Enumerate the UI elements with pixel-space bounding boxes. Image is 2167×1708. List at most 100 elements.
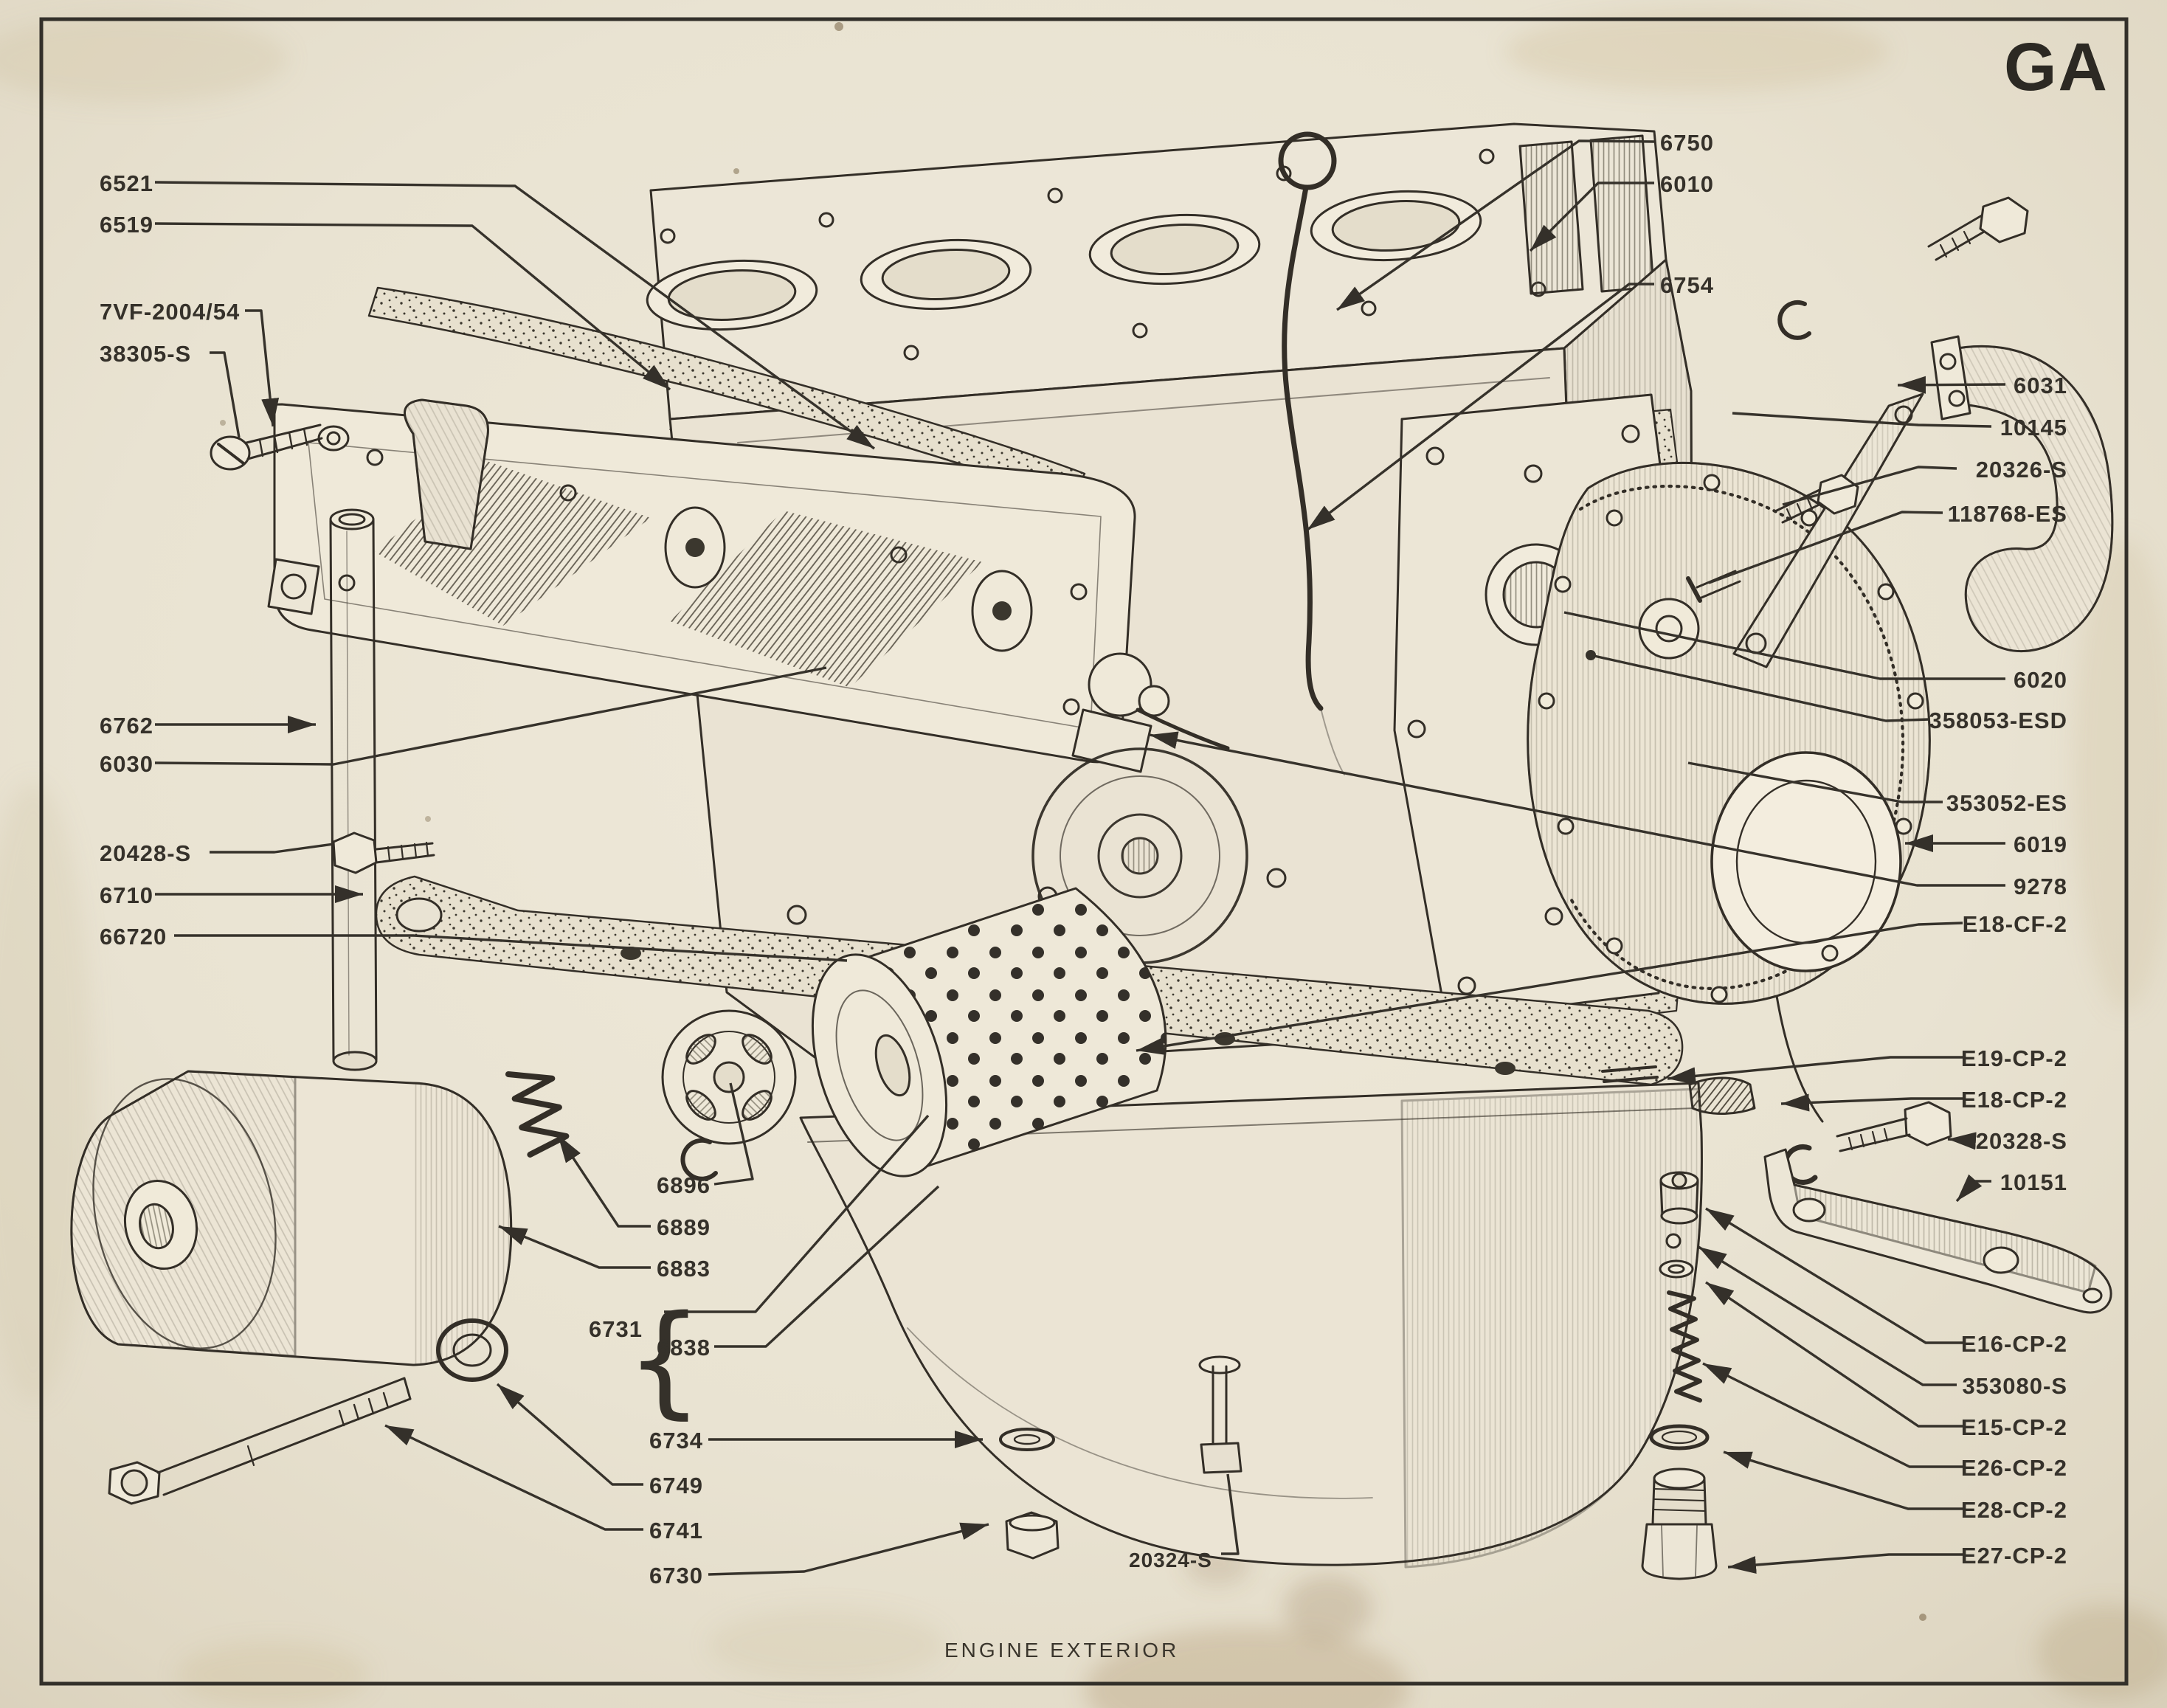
cover-end-bracket	[267, 398, 489, 615]
part-label-20324-s: 20324-S	[1129, 1549, 1212, 1572]
oil-pump-cover	[661, 1009, 797, 1181]
leader-line-e28-cp-2	[1723, 1451, 1963, 1510]
part-label-20326-s: 20326-S	[1976, 457, 2067, 483]
leader-line-353052-es	[1687, 761, 1943, 803]
part-label-38305-s: 38305-S	[100, 341, 191, 367]
part-label-6883: 6883	[657, 1256, 711, 1282]
part-label-66720: 66720	[100, 924, 167, 950]
part-labels: 6521 6519 7VF-2004/54 38305-S 6762 6030 20428-…	[100, 130, 2067, 1588]
pan-rim-clips	[1601, 1065, 1756, 1115]
timing-cover-gasket	[1569, 484, 1905, 990]
bracket-10145	[1732, 393, 1924, 668]
leader-line-e16-cp-2	[1705, 1207, 1963, 1344]
engine-illustration	[70, 122, 2114, 1580]
part-label-e15-cp-2: E15-CP-2	[1961, 1414, 2067, 1440]
leader-line-20324-s	[1221, 1473, 1240, 1555]
part-label-6031: 6031	[2014, 373, 2067, 398]
part-label-e27-cp-2: E27-CP-2	[1961, 1543, 2067, 1569]
leader-line-e26-cp-2	[1702, 1362, 1963, 1468]
leader-line-20328-s	[1947, 1132, 1977, 1150]
leader-line-9278	[1149, 731, 2005, 887]
oil-filter-canister	[70, 1070, 513, 1366]
part-label-6741: 6741	[649, 1518, 703, 1543]
part-label-e18-cp-2: E18-CP-2	[1961, 1087, 2067, 1113]
washer-6749	[436, 1318, 508, 1382]
part-label-6889: 6889	[657, 1214, 711, 1240]
part-label-6020: 6020	[2014, 667, 2067, 693]
leader-line-6030	[154, 666, 827, 766]
relief-valve-parts	[1641, 1171, 1718, 1580]
leader-line-6730	[708, 1522, 989, 1576]
oil-pump-screen	[811, 887, 1167, 1178]
leader-line-6020	[1563, 611, 2005, 680]
leader-line-6896	[713, 1082, 754, 1186]
bolt-6741	[108, 1377, 412, 1505]
part-label-353052-es: 353052-ES	[1946, 790, 2067, 816]
leader-line-6741	[384, 1424, 643, 1531]
part-label-6710: 6710	[100, 882, 153, 908]
part-label-6896: 6896	[657, 1172, 711, 1198]
page-code: GA	[2004, 30, 2109, 105]
leader-line-6010	[1529, 181, 1654, 252]
screw-38305	[210, 423, 323, 471]
part-label-10151: 10151	[2000, 1169, 2067, 1195]
leader-dot-358053-esd	[1586, 650, 1596, 660]
leader-line-6838	[714, 1185, 940, 1348]
part-label-9278: 9278	[2014, 874, 2067, 899]
part-label-6030: 6030	[100, 751, 153, 777]
clip	[680, 1138, 718, 1181]
leader-lines	[154, 139, 2006, 1576]
part-label-6762: 6762	[100, 713, 153, 739]
leader-line-20428-s	[210, 843, 334, 854]
part-label-6754: 6754	[1660, 272, 1714, 298]
part-label-6734: 6734	[649, 1428, 703, 1453]
ball	[1665, 1233, 1682, 1249]
leader-line-6731	[664, 1114, 930, 1313]
page-caption: ENGINE EXTERIOR	[944, 1639, 1179, 1662]
leader-line-e18-cp-2	[1780, 1093, 1963, 1112]
part-label-6731: 6731	[589, 1316, 643, 1342]
leader-line-66720	[174, 934, 848, 962]
spring-e15	[1667, 1290, 1702, 1403]
part-label-6838: 6838	[657, 1335, 711, 1360]
crank-pulley	[1031, 747, 1248, 964]
paper-stains	[0, 11, 2167, 1708]
leader-line-e18-cf-2	[1136, 922, 1963, 1055]
o-ring	[1649, 1424, 1710, 1451]
dipstick	[1278, 131, 1337, 711]
part-label-6750: 6750	[1660, 130, 1714, 156]
leader-line-38305-s	[210, 351, 241, 438]
part-label-7vf-2004-54: 7VF-2004/54	[100, 299, 240, 325]
nut-6730	[1005, 1511, 1060, 1560]
fuel-pump	[1071, 652, 1230, 773]
lock-washer-top	[1777, 300, 1811, 340]
part-label-6749: 6749	[649, 1473, 703, 1498]
part-label-358053-esd: 358053-ESD	[1929, 708, 2067, 733]
part-label-6519: 6519	[100, 212, 153, 238]
breather-tube	[329, 508, 378, 1071]
part-label-e28-cp-2: E28-CP-2	[1961, 1497, 2067, 1523]
valve-cover	[267, 286, 1136, 764]
part-label-e19-cp-2: E19-CP-2	[1961, 1045, 2067, 1071]
part-label-20428-s: 20428-S	[100, 840, 191, 866]
leader-line-358053-esd	[1590, 654, 1930, 722]
part-label-6019: 6019	[2014, 831, 2067, 857]
washer-6734	[999, 1428, 1055, 1451]
leader-line-e19-cp-2	[1667, 1056, 1963, 1085]
bolt-top-right	[1927, 196, 2029, 261]
leader-line-6754	[1306, 283, 1654, 531]
leader-line-20326-s	[1782, 466, 1957, 506]
leader-line-7vf-2004-54	[245, 309, 280, 427]
leader-line-6749	[496, 1383, 643, 1486]
part-label-e18-cf-2: E18-CF-2	[1963, 911, 2067, 937]
leader-line-6031	[1897, 376, 2006, 394]
part-label-10145: 10145	[2000, 415, 2067, 440]
water-outlet-elbow	[1930, 335, 2114, 653]
page-border	[39, 17, 2129, 1686]
part-label-6521: 6521	[100, 170, 153, 196]
leader-line-6883	[498, 1225, 651, 1269]
leader-line-6519	[154, 222, 671, 391]
leader-line-118768-es	[1708, 511, 1943, 584]
